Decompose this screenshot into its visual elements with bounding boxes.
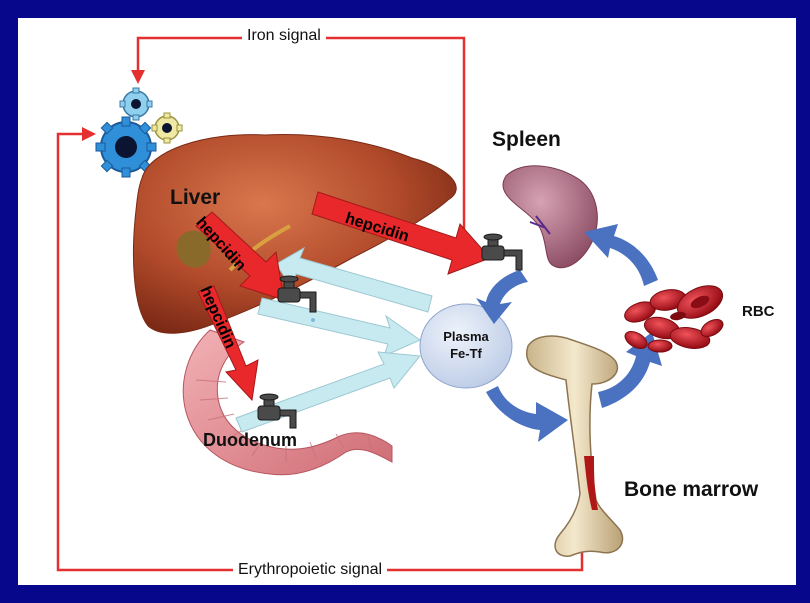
macrophage-to-plasma-arrow [258, 298, 420, 356]
plasma-label: Plasma Fe-Tf [428, 328, 504, 362]
bone-marrow-label: Bone marrow [624, 478, 758, 502]
bone-icon [527, 336, 623, 556]
plasma-to-marrow-arrow [486, 386, 568, 442]
plasma-label-line2: Fe-Tf [428, 345, 504, 362]
erythropoietic-signal-label: Erythropoietic signal [233, 561, 387, 579]
rbc-to-spleen-arrow [584, 224, 658, 286]
faucet-icon [482, 234, 522, 270]
liver-label: Liver [170, 186, 220, 210]
duodenum-label: Duodenum [203, 430, 297, 451]
rbc-label: RBC [742, 303, 775, 320]
rbc-cells-icon [622, 279, 728, 352]
spleen-label: Spleen [492, 128, 561, 152]
plasma-label-line1: Plasma [428, 328, 504, 345]
iron-signal-label: Iron signal [242, 27, 326, 45]
